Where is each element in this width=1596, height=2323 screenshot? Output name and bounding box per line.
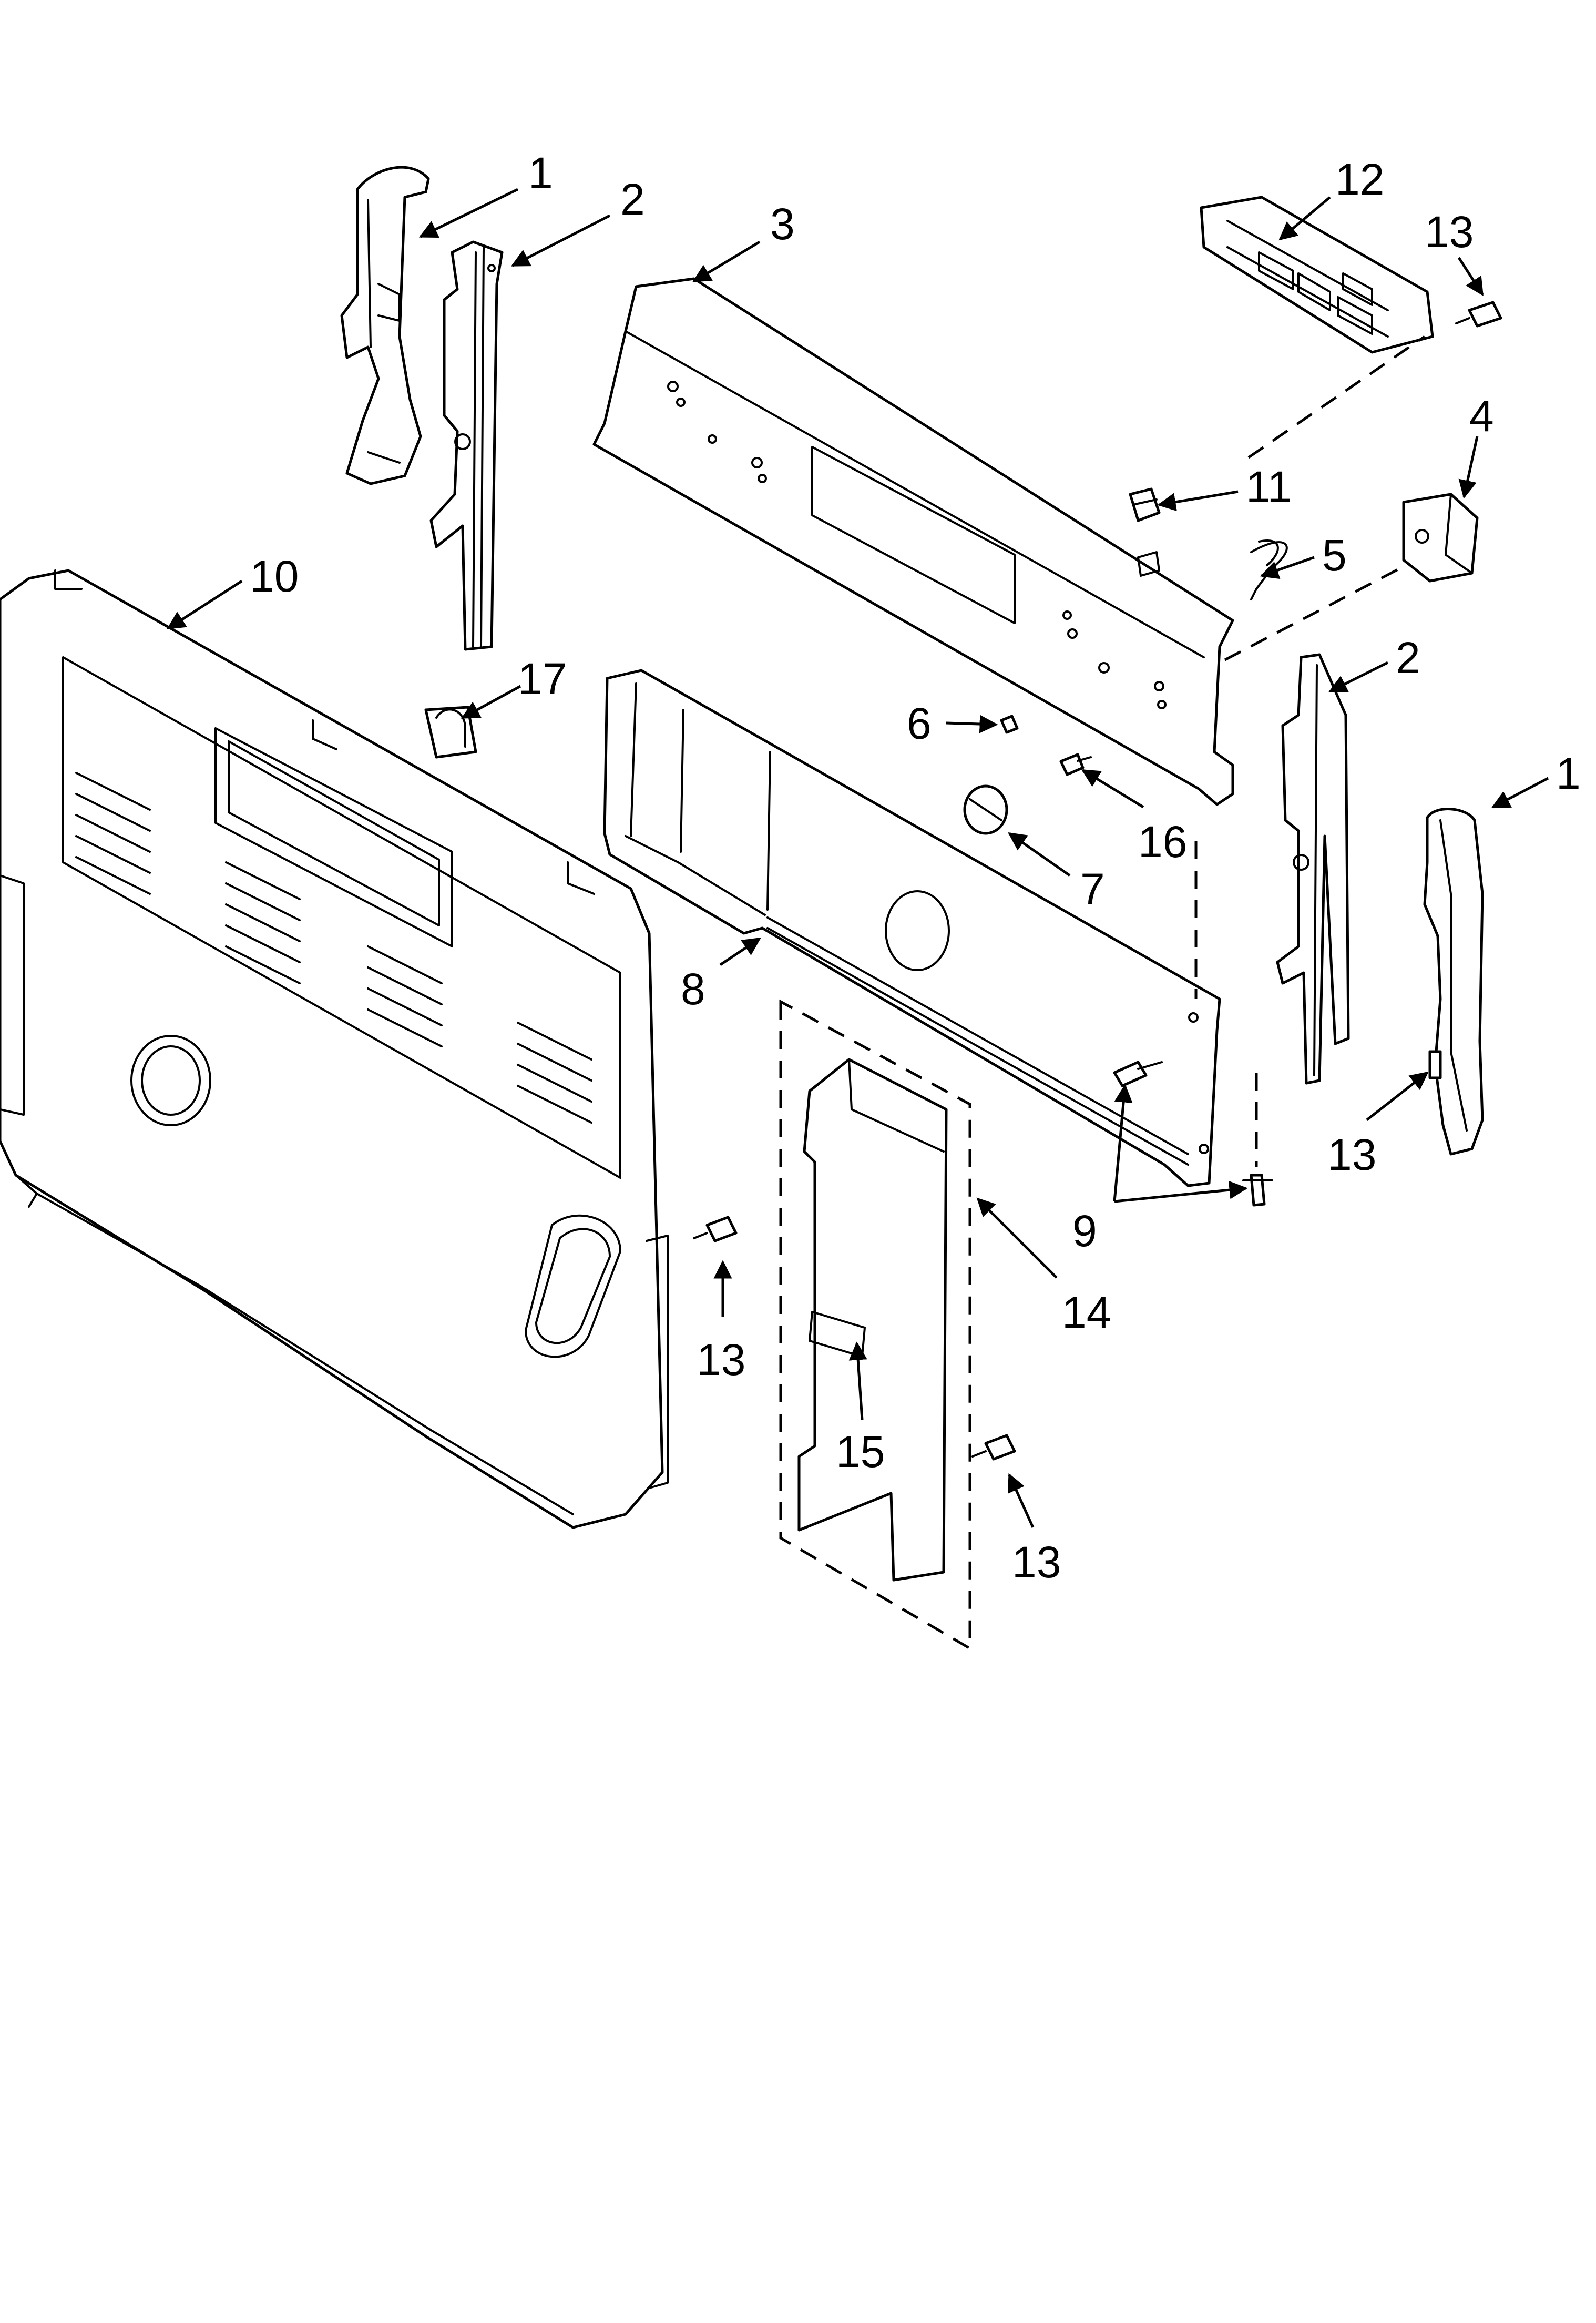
callout-8: 8 (681, 964, 705, 1014)
part-12-control-overlay (1200, 196, 1434, 354)
callout-10: 10 (250, 552, 299, 601)
part-3-control-console (592, 277, 1234, 806)
part-10-back-panel (0, 569, 669, 1529)
callout-17: 17 (518, 654, 567, 704)
part-14-panel (779, 999, 971, 1651)
callout-11: 11 (1246, 462, 1292, 512)
part-9-screws (1113, 1061, 1273, 1207)
part-2-side-bracket-right (1276, 653, 1350, 1085)
part-8-console-support (603, 669, 1221, 1187)
part-2-side-bracket-left (429, 240, 504, 651)
callout-3: 3 (770, 199, 795, 249)
part-11-switch (1129, 487, 1161, 522)
part-6-screw (1000, 715, 1019, 734)
callout-14: 14 (1062, 1288, 1111, 1337)
part-17-clip (424, 706, 477, 759)
callout-9: 9 (1072, 1206, 1097, 1256)
callout-13-mid: 13 (697, 1335, 745, 1384)
part-16-screw (1059, 753, 1092, 776)
callout-16: 16 (1138, 817, 1187, 867)
callout-5: 5 (1322, 531, 1347, 580)
callout-7: 7 (1080, 864, 1105, 914)
callout-1-left: 1 (528, 148, 553, 198)
part-1-side-trim-right (1423, 808, 1484, 1156)
callout-12: 12 (1335, 155, 1384, 204)
leader-arrows (167, 188, 1549, 1529)
alignment-lines (1194, 335, 1426, 1167)
callout-labels: 1 2 3 12 13 4 11 5 2 1 6 16 7 8 9 13 10 … (250, 148, 1581, 1587)
callout-13-top: 13 (1425, 207, 1474, 257)
callout-2-left: 2 (620, 175, 645, 224)
callout-13-bottom: 13 (1012, 1537, 1061, 1587)
callout-15: 15 (836, 1427, 885, 1476)
part-13-screws (693, 301, 1502, 1461)
part-1-side-trim-left (340, 166, 430, 485)
callout-13-right: 13 (1327, 1130, 1376, 1179)
callout-1-right: 1 (1556, 749, 1581, 798)
callout-4: 4 (1469, 391, 1494, 441)
callout-6: 6 (907, 699, 932, 748)
part-4-infinite-switch (1402, 493, 1479, 583)
callout-2-right: 2 (1396, 633, 1420, 682)
part-7-knob (963, 784, 1008, 835)
